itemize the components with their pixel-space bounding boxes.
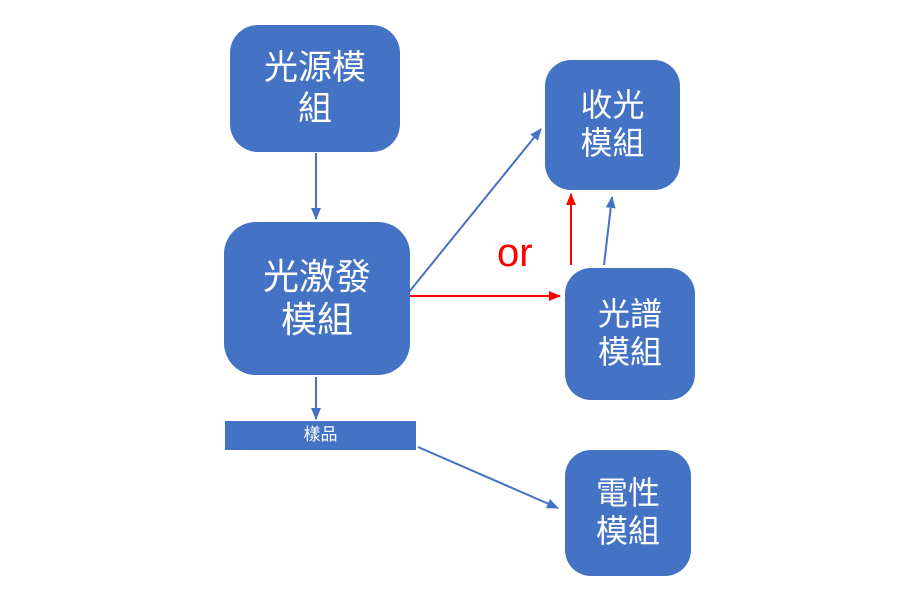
node-spectrum: 光譜 模組 bbox=[565, 268, 695, 400]
node-collection: 收光 模組 bbox=[545, 60, 680, 190]
node-light-source: 光源模 組 bbox=[230, 25, 400, 152]
arrow-sample-to-electrical bbox=[417, 446, 559, 509]
node-sample: 樣品 bbox=[225, 421, 416, 450]
node-excitation: 光激發 模組 bbox=[224, 222, 410, 375]
arrow-spectrum-to-collection-blue bbox=[603, 196, 616, 266]
node-electrical: 電性 模組 bbox=[565, 450, 691, 576]
arrow-excitation-to-collection bbox=[408, 128, 542, 293]
or-label: or bbox=[497, 231, 533, 275]
